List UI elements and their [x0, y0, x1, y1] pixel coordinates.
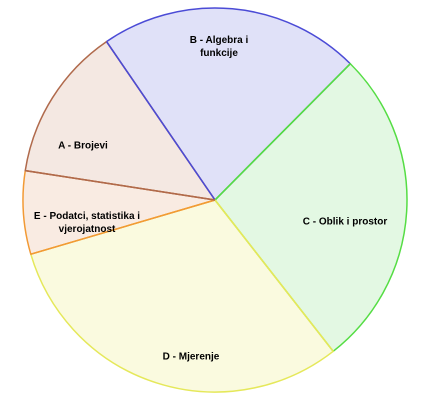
- slice-label-c-oblik-i-prostor: C - Oblik i prostor: [303, 217, 388, 228]
- pie-slice-outline-b-algebra-i-funkcije: [105, 7, 352, 201]
- slice-label-line: A - Brojevi: [58, 141, 108, 152]
- pie-slice-edge-d-mjerenje: [214, 199, 334, 352]
- pie-slice-outline-a-brojevi: [24, 40, 216, 201]
- slice-label-line: B - Algebra i: [190, 35, 249, 46]
- pie-slice-b-algebra-i-funkcije: [106, 7, 351, 201]
- pie-slice-edge-c-oblik-i-prostor: [214, 63, 351, 201]
- slice-label-line: C - Oblik i prostor: [303, 217, 388, 228]
- slice-label-e-podatci-statistika-i-vjerojatnost: E - Podatci, statistika i vjerojatnost: [34, 211, 140, 235]
- slice-label-line: vjerojatnost: [59, 224, 116, 235]
- slice-label-line: E - Podatci, statistika i: [34, 211, 140, 222]
- pie-slice-c-oblik-i-prostor: [215, 63, 407, 352]
- pie-slice-edge-e-podatci-statistika-i-vjerojatnost: [30, 199, 216, 255]
- slice-label-d-mjerenje: D - Mjerenje: [163, 352, 220, 363]
- pie-slice-outline-d-mjerenje: [30, 199, 334, 393]
- slice-label-line: funkcije: [200, 48, 238, 59]
- slice-label-a-brojevi: A - Brojevi: [58, 141, 108, 152]
- slice-label-b-algebra-i-funkcije: B - Algebra i funkcije: [190, 35, 249, 59]
- pie-slice-outline-c-oblik-i-prostor: [214, 63, 408, 353]
- pie-slice-e-podatci-statistika-i-vjerojatnost: [23, 170, 216, 255]
- pie-slice-a-brojevi: [25, 41, 216, 200]
- slice-label-line: D - Mjerenje: [163, 352, 220, 363]
- pie-slice-edge-a-brojevi: [25, 169, 216, 201]
- pie-slice-edge-b-algebra-i-funkcije: [105, 41, 216, 201]
- pie-slice-d-mjerenje: [30, 200, 334, 392]
